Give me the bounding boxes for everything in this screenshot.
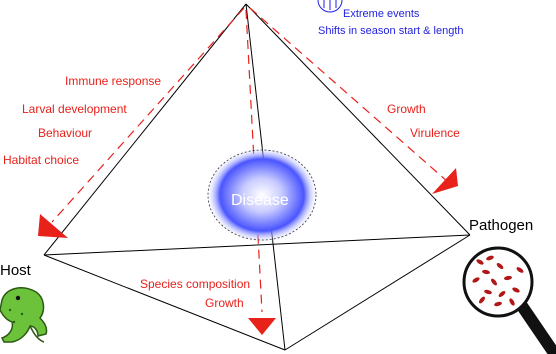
arrowheads [38,168,458,335]
pathogen-effect-label: Growth [387,102,426,116]
edge-apex-pathogen [245,3,471,236]
environment-effect-label: Extreme events [343,8,420,20]
community-effect-label: Growth [205,296,244,310]
edge-pathogen-base [284,234,471,351]
sun-icon [317,0,343,13]
pathogen-label: Pathogen [469,217,534,234]
host-label: Host [0,262,31,279]
host-effect-label: Immune response [65,74,162,88]
arrowhead-base [248,318,276,335]
edge-apex-host [43,3,247,256]
host-effect-label: Behaviour [38,126,93,140]
arrowhead-host [38,214,68,238]
disease-label: Disease [231,192,289,209]
host-effect-label: Larval development [22,102,127,116]
edge-host-pathogen [43,234,471,256]
pathogen-effect-label: Virulence [410,126,460,140]
frog-icon [0,287,48,343]
community-effect-label: Species composition [140,277,251,291]
arrow-line-host [51,7,245,223]
disease-outline [207,149,317,241]
host-effect-label: Habitat choice [3,153,80,167]
arrowhead-pathogen [432,168,458,194]
magnifying-glass-icon [462,246,556,354]
disease-glow [206,147,318,243]
edge-host-base [43,254,286,351]
environment-effect-label: Shifts in season start & length [318,25,464,37]
